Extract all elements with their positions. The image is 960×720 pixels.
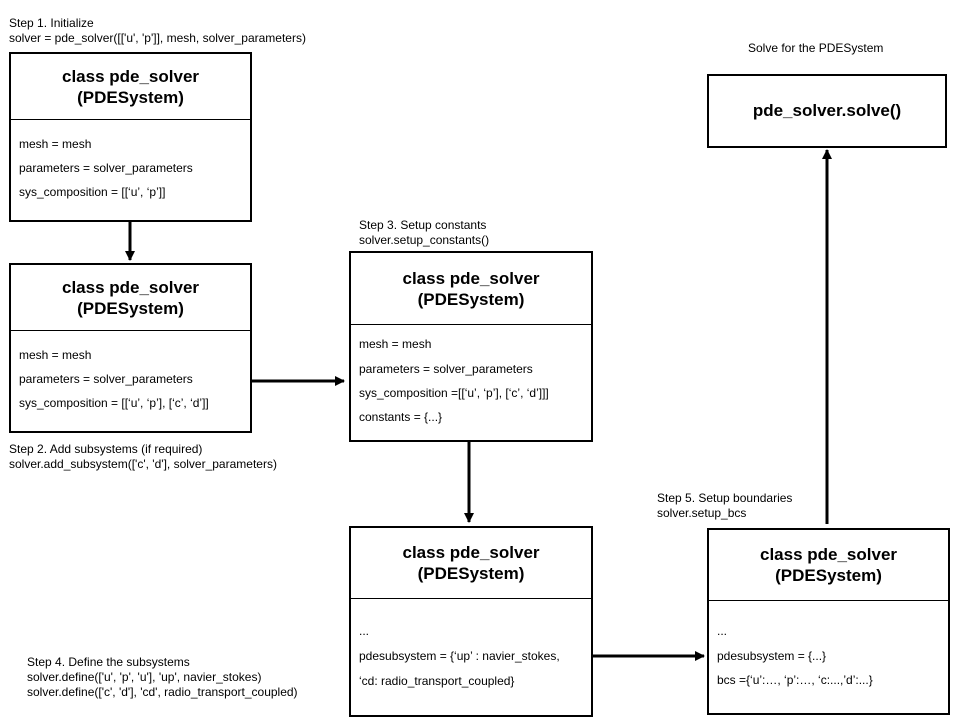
- class-name: class pde_solver: [402, 543, 540, 562]
- step3-title: Step 3. Setup constants: [359, 218, 487, 232]
- field-parameters: parameters = solver_parameters: [19, 161, 193, 175]
- field-sys-composition: sys_composition = [[‘u’, ‘p’]]: [19, 185, 166, 199]
- step1-caption: Step 1. Initialize solver = pde_solver([…: [9, 16, 306, 46]
- class-box-fields: mesh = mesh parameters = solver_paramete…: [11, 120, 250, 220]
- field-ellipsis: ...: [717, 624, 728, 638]
- field-sys-composition: sys_composition = [[‘u’, ‘p’], [‘c’, ‘d’…: [19, 396, 209, 410]
- class-name: class pde_solver: [759, 545, 898, 564]
- step2-caption: Step 2. Add subsystems (if required) sol…: [9, 442, 277, 472]
- class-box-fields: ... pdesubsystem = {...} bcs ={‘u’:…, ‘p…: [709, 601, 948, 713]
- class-base: (PDESystem): [417, 289, 525, 309]
- step5-caption: Step 5. Setup boundaries solver.setup_bc…: [657, 491, 792, 521]
- class-box-header: class pde_solver (PDESystem): [709, 530, 948, 601]
- field-constants: constants = {...}: [359, 410, 443, 424]
- field-parameters: parameters = solver_parameters: [359, 362, 533, 376]
- class-base: (PDESystem): [417, 564, 525, 583]
- class-name: class pde_solver: [61, 66, 200, 86]
- class-box-fields: mesh = mesh parameters = solver_paramete…: [11, 331, 250, 431]
- field-mesh: mesh = mesh: [19, 348, 92, 362]
- step3-caption: Step 3. Setup constants solver.setup_con…: [359, 218, 489, 248]
- field-mesh: mesh = mesh: [19, 137, 92, 151]
- step3-code: solver.setup_constants(): [359, 233, 490, 247]
- step2-code: solver.add_subsystem(['c', 'd'], solver_…: [9, 457, 277, 471]
- class-box-subsystems: class pde_solver (PDESystem) mesh = mesh…: [9, 263, 252, 433]
- class-box-header: class pde_solver (PDESystem): [11, 265, 250, 331]
- solve-caption: Solve for the PDESystem: [748, 41, 883, 56]
- step1-code: solver = pde_solver([['u', 'p']], mesh, …: [9, 31, 306, 45]
- step4-code-1: solver.define(['u', 'p', 'u'], 'up', nav…: [27, 670, 262, 684]
- field-pdesubsystem: pdesubsystem = {...}: [717, 649, 827, 663]
- solve-box: pde_solver.solve(): [707, 74, 947, 148]
- step5-title: Step 5. Setup boundaries: [657, 491, 793, 505]
- class-box-init: class pde_solver (PDESystem) mesh = mesh…: [9, 52, 252, 222]
- class-name: class pde_solver: [61, 277, 200, 297]
- class-box-fields: ... pdesubsystem = {‘up’ : navier_stokes…: [351, 599, 591, 715]
- class-box-define: class pde_solver (PDESystem) ... pdesubs…: [349, 526, 593, 717]
- class-box-fields: mesh = mesh parameters = solver_paramete…: [351, 325, 591, 440]
- class-name: class pde_solver: [402, 268, 540, 288]
- step5-code: solver.setup_bcs: [657, 506, 747, 520]
- class-base: (PDESystem): [77, 298, 184, 318]
- step4-caption: Step 4. Define the subsystems solver.def…: [27, 655, 298, 700]
- field-mesh: mesh = mesh: [359, 337, 432, 351]
- class-box-constants: class pde_solver (PDESystem) mesh = mesh…: [349, 251, 593, 442]
- field-ellipsis: ...: [359, 624, 370, 638]
- field-pdesubsystem: pdesubsystem = {‘up’ : navier_stokes,: [359, 649, 560, 663]
- class-base: (PDESystem): [775, 566, 882, 585]
- solve-label: pde_solver.solve(): [752, 101, 902, 120]
- field-pdesubsystem-cd: ‘cd: radio_transport_coupled}: [359, 674, 515, 688]
- step4-title: Step 4. Define the subsystems: [27, 655, 190, 669]
- class-box-header: class pde_solver (PDESystem): [11, 54, 250, 120]
- class-box-boundaries: class pde_solver (PDESystem) ... pdesubs…: [707, 528, 950, 715]
- class-box-header: class pde_solver (PDESystem): [351, 253, 591, 325]
- class-box-header: class pde_solver (PDESystem): [351, 528, 591, 599]
- step4-code-2: solver.define(['c', 'd'], 'cd', radio_tr…: [27, 685, 298, 699]
- field-parameters: parameters = solver_parameters: [19, 372, 193, 386]
- class-base: (PDESystem): [77, 87, 184, 107]
- step2-title: Step 2. Add subsystems (if required): [9, 442, 203, 456]
- field-bcs: bcs ={‘u’:…, ‘p’:…, ‘c:...,’d’:...}: [717, 673, 873, 687]
- solve-title: Solve for the PDESystem: [748, 41, 884, 55]
- field-sys-composition: sys_composition =[[‘u’, ‘p’], [‘c’, ‘d’]…: [359, 386, 549, 400]
- step1-title: Step 1. Initialize: [9, 16, 94, 30]
